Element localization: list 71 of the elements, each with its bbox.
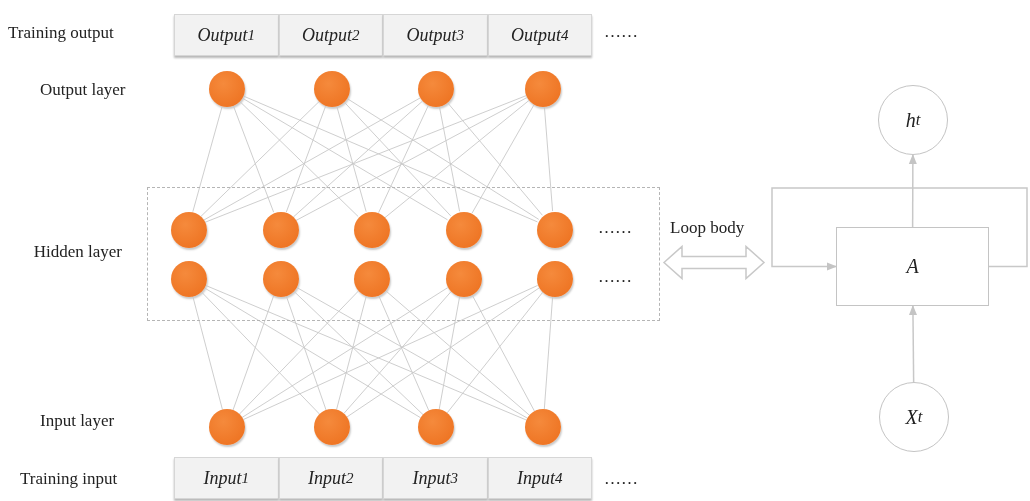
neuron-circle — [209, 409, 245, 445]
arrow — [771, 187, 1028, 271]
arrow — [908, 154, 917, 228]
neuron-circle — [314, 409, 350, 445]
ellipsis: …… — [598, 267, 632, 287]
layer-label: Output layer — [40, 80, 126, 100]
neuron-circle — [354, 212, 390, 248]
ellipsis: …… — [604, 22, 638, 42]
connection-line — [446, 291, 544, 414]
connection-line — [292, 290, 424, 415]
connection-line — [295, 97, 528, 221]
layer-label: Hidden layer — [33, 242, 122, 262]
connection-line — [343, 101, 452, 217]
connection-line — [377, 294, 430, 411]
connection-line — [285, 105, 327, 213]
ellipsis: …… — [604, 469, 638, 489]
connection-line — [336, 105, 367, 213]
neuron-circle — [209, 71, 245, 107]
connection-line — [336, 294, 367, 411]
connection-line — [239, 101, 359, 217]
neuron-circle — [446, 261, 482, 297]
neuron-circle — [263, 212, 299, 248]
connection-line — [204, 284, 527, 421]
loop-cell-box: A — [836, 227, 989, 306]
connection-line — [346, 98, 540, 220]
neuron-circle — [171, 212, 207, 248]
connection-line — [232, 105, 275, 213]
connection-line — [471, 293, 535, 412]
neuron-circle — [537, 261, 573, 297]
connection-line — [203, 97, 421, 221]
connection-line — [242, 97, 448, 221]
connection-line — [242, 285, 539, 420]
connection-line — [438, 106, 461, 212]
neuron-circle — [314, 71, 350, 107]
connection-line — [200, 290, 320, 415]
neuron-circle — [525, 71, 561, 107]
arrow — [909, 305, 917, 383]
edge-label: Loop body — [668, 218, 747, 239]
connection-line — [543, 106, 554, 212]
connection-line — [471, 104, 535, 214]
connection-line — [285, 294, 327, 411]
double-arrow — [662, 244, 766, 281]
connection-line — [200, 101, 320, 217]
connection-line — [343, 291, 452, 414]
connection-line — [346, 287, 540, 418]
neuron-circle — [537, 212, 573, 248]
connection-line — [438, 295, 461, 410]
layer-label: Input layer — [40, 411, 115, 431]
neuron-circle — [418, 71, 454, 107]
layer-label: Training output — [8, 23, 114, 43]
connection-line — [447, 102, 543, 216]
neuron-circle — [171, 261, 207, 297]
connection-line — [203, 286, 421, 419]
connection-line — [239, 290, 359, 415]
neuron-circle — [354, 261, 390, 297]
connection-line — [192, 105, 223, 213]
connection-line — [241, 287, 449, 418]
neuron-circle — [525, 409, 561, 445]
connection-line — [543, 295, 554, 410]
neuron-circle — [263, 261, 299, 297]
neuron-circle — [418, 409, 454, 445]
connection-line — [292, 100, 424, 218]
connection-line — [295, 286, 528, 419]
connection-line — [192, 294, 223, 411]
connection-line — [232, 294, 275, 411]
connection-line — [378, 104, 429, 214]
layer-label: Training input — [20, 469, 118, 489]
connection-line — [384, 99, 530, 219]
ellipsis: …… — [598, 218, 632, 238]
neuron-circle — [446, 212, 482, 248]
connection-line — [384, 289, 530, 416]
